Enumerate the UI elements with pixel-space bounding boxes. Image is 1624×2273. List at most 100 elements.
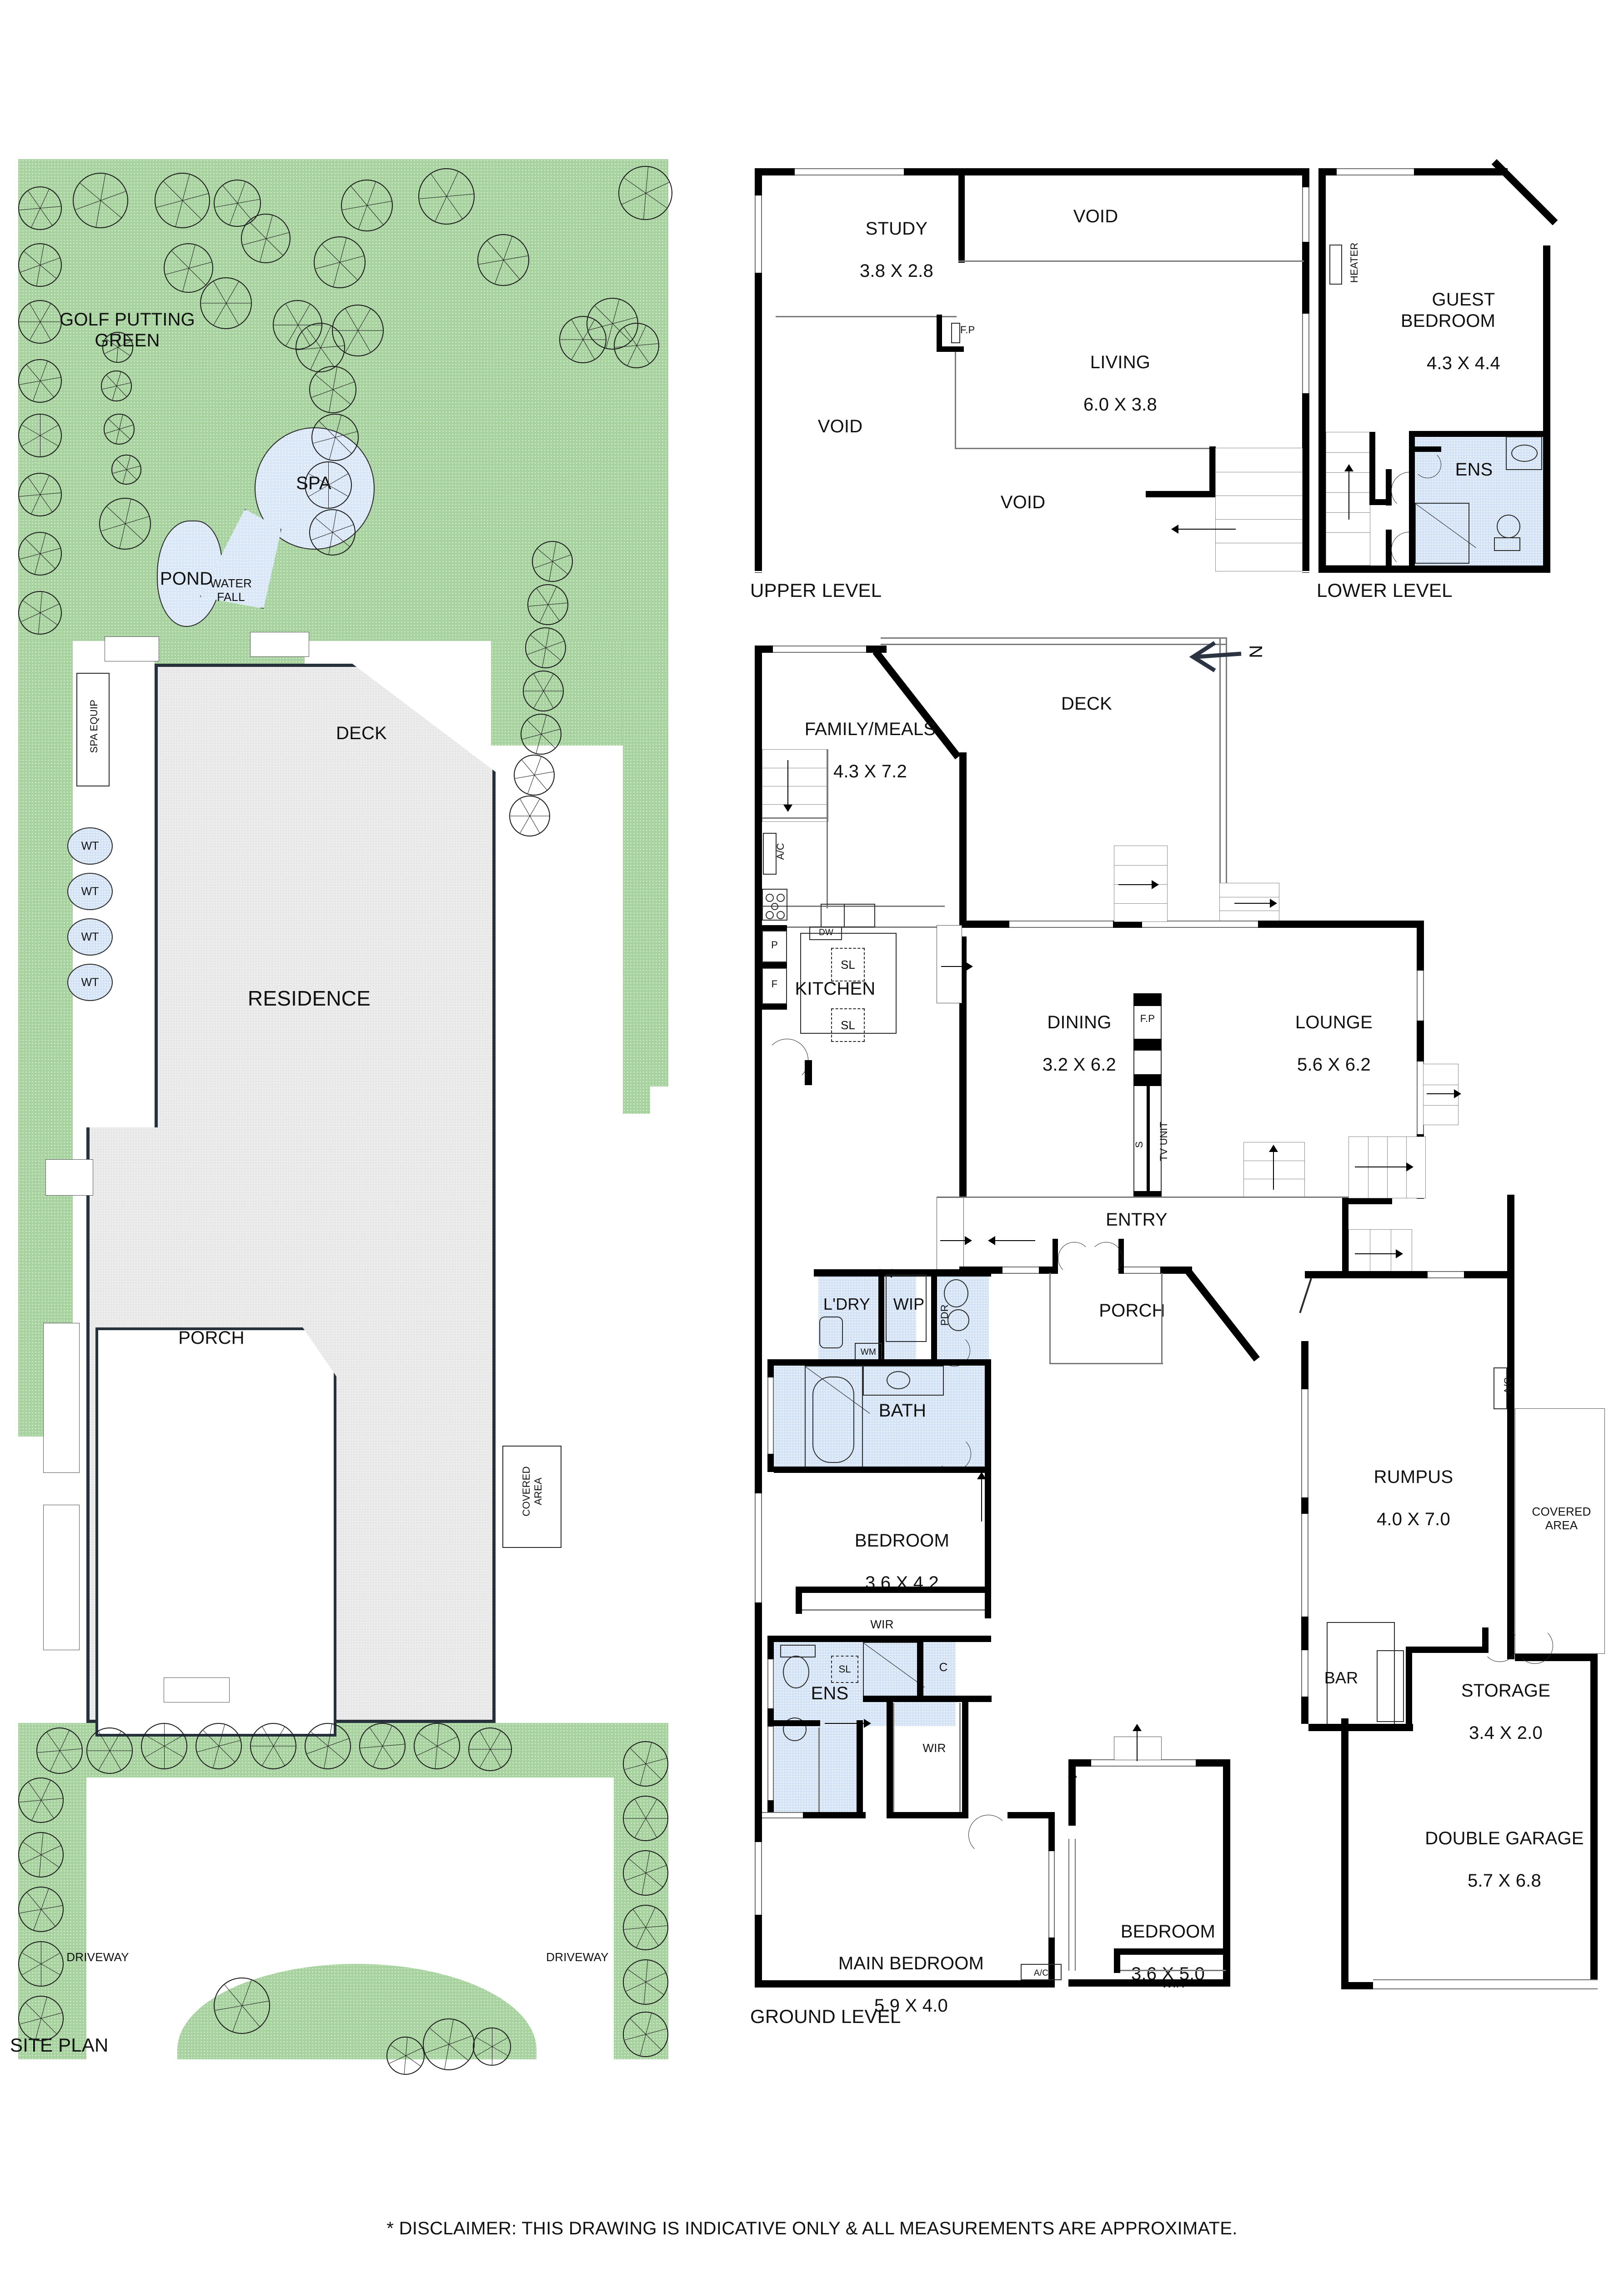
grass-east-planter [623,1086,650,1114]
tree-icon [525,627,566,668]
gnd-wall-rumpus-left3 [1301,1617,1308,1653]
tree-icon [468,1727,512,1771]
water-tank-label: WT [81,839,99,852]
gnd-bed3-wir-top [1114,1948,1226,1955]
gnd-fp-gap [1133,1051,1162,1074]
site-label-pond: POND [160,569,213,589]
upper-level-plan: F.P STUDY 3.8 X 2.8 LIVING 6.0 X 3.8 VOI… [750,168,1309,601]
upper-void-1: VOID [1073,206,1118,226]
tree-icon [18,1941,64,1987]
water-tank-3: WT [67,918,113,956]
gnd-wall-pdr-left [931,1275,937,1366]
gnd-ens-toilet [783,1656,809,1688]
gnd-wall-kitchen-bottom [762,1004,787,1010]
room-name: BEDROOM [854,1531,949,1551]
room-name: DINING [1047,1012,1112,1033]
upper-stair-direction-arrow [1171,525,1236,534]
room-name: STUDY [865,219,928,239]
gnd-lounge-stair-arrow [1269,1145,1278,1190]
gnd-window-bath-left [767,1377,774,1455]
gnd-ac-rumpus [1494,1367,1507,1409]
gnd-window-ens-left-2 [767,1727,774,1804]
gnd-window-family-top [773,646,866,653]
gnd-wall-rumpus-left [1301,1341,1308,1392]
north-label: N [1246,645,1266,658]
gnd-window-rumpus-left-1 [1301,1389,1308,1500]
tree-icon [104,414,135,445]
room-dims: 3.2 X 6.2 [1042,1055,1116,1075]
upper-label-fp: F.P [960,324,975,335]
gnd-bed3-door-arrow [1068,1770,1077,1826]
tree-icon [18,532,62,576]
site-garden-steps [45,1159,93,1196]
room-name: STORAGE [1461,1681,1551,1701]
gnd-kitchen-door-swing [766,1039,808,1081]
gnd-room-family-meals: FAMILY/MEALS 4.3 X 7.2 [768,698,941,803]
lower-ens-wall-left [1409,431,1415,566]
lower-level-plan: HEATER ENS GUEST BEDROOM 4.3 X 4.4 LOWER… [1317,159,1558,601]
upper-room-study: STUDY 3.8 X 2.8 [808,197,954,303]
gnd-wall-rumpus-left4 [1301,1697,1308,1724]
gnd-storage-door-swing [1482,1627,1518,1662]
gnd-family-stair-edge [762,817,828,819]
gnd-label-fp: F.P [1140,1013,1155,1024]
gnd-wall-main-bed-left [755,1818,762,1846]
upper-wall-bottom-light [755,571,1309,572]
upper-living-edge-bottom [955,448,1212,449]
room-name: RUMPUS [1373,1467,1454,1487]
gnd-room-ens-main: ENS [811,1683,849,1703]
gnd-wall-bath-left [767,1359,774,1380]
gnd-deck-upper-steps [1114,846,1168,922]
tree-icon [523,671,564,711]
gnd-deck-outline-top2 [881,644,1227,645]
gnd-bath-vanity [863,1366,944,1396]
tree-icon [309,509,356,556]
tree-icon [309,366,356,413]
tree-icon [200,277,252,329]
upper-staircase [1215,448,1303,571]
gnd-wall-bath-right [985,1359,991,1473]
pond [157,521,222,627]
lower-hall-wall-2 [1386,530,1392,566]
water-tank-1: WT [67,827,113,865]
gnd-bath-basin [887,1371,910,1389]
gnd-bedroom2-door-arrow [977,1472,986,1522]
water-tank-label: WT [81,976,99,989]
upper-void-edge-top [958,260,1304,262]
gnd-wall-main-bed-top3 [1007,1812,1048,1818]
site-porch-step [164,1677,230,1702]
gnd-rumpus-staircase [1348,1136,1426,1198]
gnd-room-bath: BATH [878,1401,927,1421]
room-dims: 6.0 X 3.8 [1083,395,1157,415]
gnd-wir-main-line [893,1703,894,1817]
gnd-entry-door-jamb-l [1053,1239,1058,1274]
gnd-kitchen-bench-top [762,906,945,907]
gnd-family-stair-arrow [783,760,792,812]
gnd-entry-pocket [937,1197,964,1275]
tree-icon [18,300,62,344]
gnd-ens-vanity-edge [818,1727,820,1816]
gnd-pdr-door-swing [938,1335,970,1367]
gnd-window-bed3-top [1091,1759,1196,1767]
gnd-wall-rumpus-right [1507,1195,1514,1659]
gnd-wir-bedroom2-top [796,1587,987,1593]
tree-icon [305,1723,351,1769]
gnd-tv-unit-divider [1147,1086,1150,1193]
tree-icon [141,1723,187,1769]
gnd-entry-arrow-left [988,1236,1035,1245]
tree-icon [418,168,475,225]
gnd-window-bedroom2-left [755,1493,762,1602]
gnd-wall-porch-diag [1184,1267,1260,1362]
gnd-window-main-bed-top [762,1812,803,1818]
tree-icon [473,2028,511,2066]
gnd-window-main-bed-left [755,1842,762,1915]
porch-void [95,1327,336,1737]
room-name: MAIN BEDROOM [838,1953,984,1974]
gnd-bed3-wir-left [1114,1948,1120,1973]
site-label-waterfall: WATER FALL [210,576,252,604]
gnd-burner-1 [766,894,774,902]
gnd-wip-shelf [886,1275,927,1342]
tree-icon [509,796,550,836]
gnd-wall-rumpus-entry2 [1464,1271,1514,1278]
gnd-pdr-toilet [944,1279,968,1307]
